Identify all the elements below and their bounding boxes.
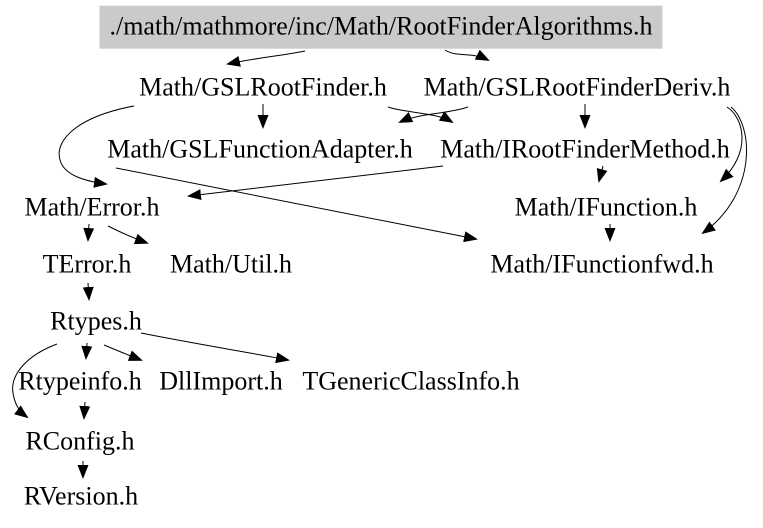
node-dllimport[interactable]: DllImport.h [159, 366, 283, 396]
node-rversion[interactable]: RVersion.h [23, 481, 139, 511]
edge-rtypes-to-rtypeinfo [81, 342, 93, 360]
node-root: ./math/mathmore/inc/Math/RootFinderAlgor… [99, 5, 663, 49]
node-math-error[interactable]: Math/Error.h [24, 192, 160, 222]
edge-math-error-to-math-util [107, 225, 149, 245]
edge-gsl-root-finder-deriv-to-math-ifunctionfwd [701, 106, 747, 235]
node-tgenericclassinfo[interactable]: TGenericClassInfo.h [302, 366, 520, 396]
edge-gsl-root-finder-deriv-to-math-ifunction [719, 106, 743, 183]
node-math-util[interactable]: Math/Util.h [169, 249, 293, 279]
edge-i-root-finder-method-to-math-ifunction [596, 165, 608, 183]
node-i-root-finder-method[interactable]: Math/IRootFinderMethod.h [440, 134, 730, 164]
node-math-ifunctionfwd[interactable]: Math/IFunctionfwd.h [490, 249, 714, 279]
edge-root-to-gsl-root-finder-deriv [444, 49, 490, 61]
edge-rtypes-to-tgenericclassinfo [140, 332, 290, 364]
edge-gsl-function-adapter-to-math-ifunctionfwd [115, 167, 478, 243]
edge-gsl-root-finder-deriv-to-gsl-function-adapter [398, 106, 469, 123]
edge-rtypes-to-dllimport [103, 344, 143, 361]
edge-rtypes-to-rconfig [12, 343, 58, 419]
edge-gsl-root-finder-to-i-root-finder-method [387, 106, 454, 124]
edge-rtypeinfo-to-rconfig [79, 401, 91, 420]
node-gsl-function-adapter[interactable]: Math/GSLFunctionAdapter.h [107, 134, 413, 164]
edge-group [12, 49, 747, 479]
node-gsl-root-finder[interactable]: Math/GSLRootFinder.h [139, 72, 387, 102]
edge-root-to-gsl-root-finder [226, 50, 306, 67]
node-rconfig[interactable]: RConfig.h [25, 426, 135, 456]
node-rtypeinfo[interactable]: Rtypeinfo.h [18, 366, 142, 396]
node-rtypes[interactable]: Rtypes.h [50, 306, 142, 336]
node-terror[interactable]: TError.h [42, 249, 132, 279]
node-math-ifunction[interactable]: Math/IFunction.h [514, 192, 698, 222]
edge-math-error-to-terror [83, 223, 95, 242]
edge-gsl-root-finder-to-math-error [58, 105, 135, 188]
edge-i-root-finder-method-to-math-error [187, 165, 444, 201]
edge-terror-to-rtypes [82, 282, 94, 301]
node-gsl-root-finder-deriv[interactable]: Math/GSLRootFinderDeriv.h [423, 72, 731, 102]
